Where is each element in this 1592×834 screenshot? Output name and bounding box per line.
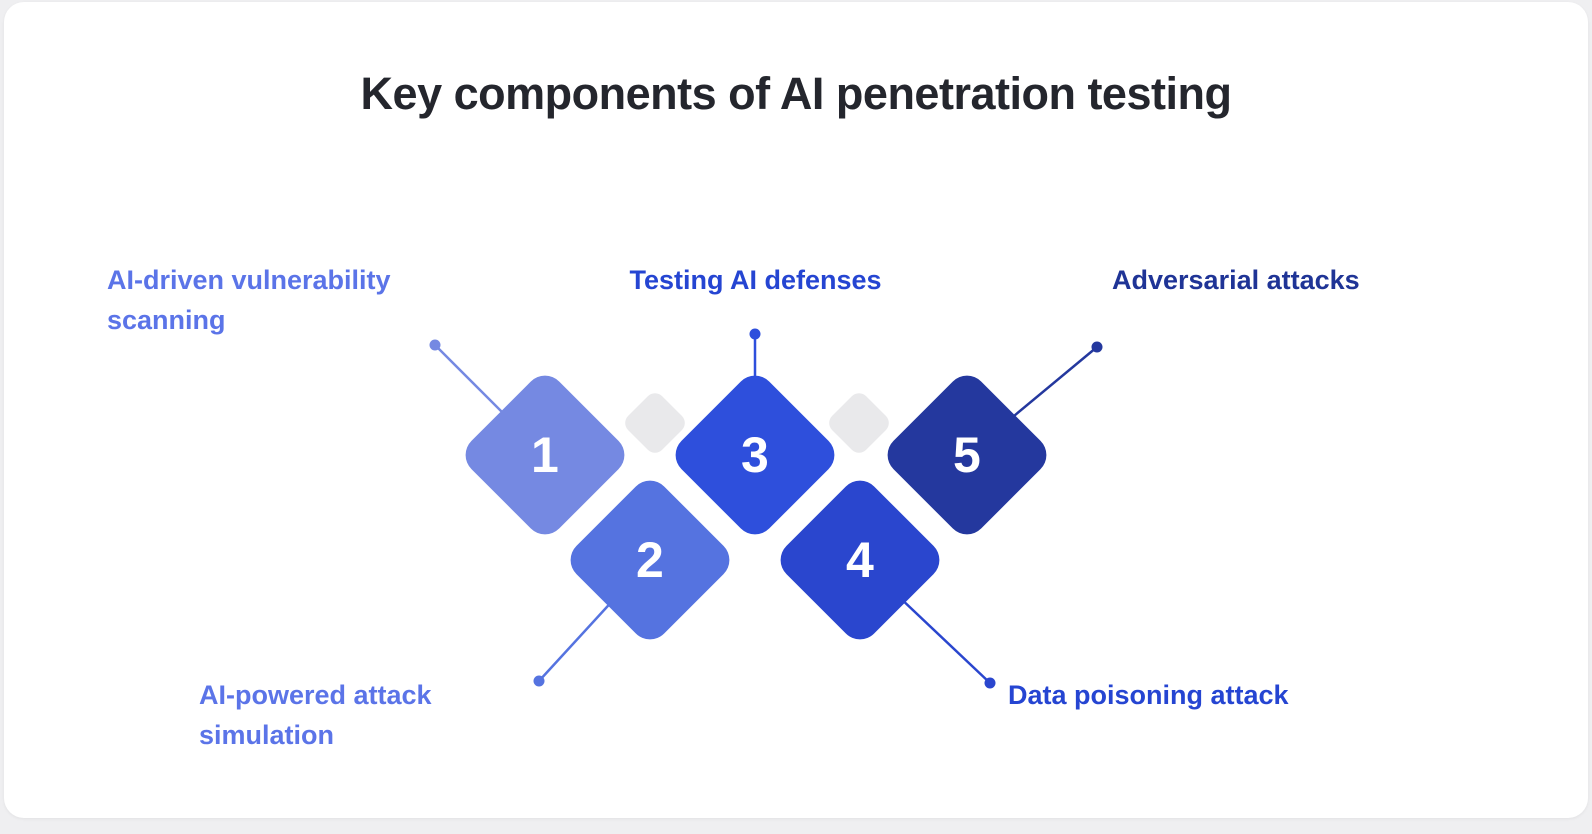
connector-dot-4: [984, 677, 996, 689]
connector-dot-2: [533, 675, 545, 687]
label-ai-powered-attack-simulation: AI-powered attack simulation: [199, 680, 432, 750]
step-number: 2: [636, 532, 664, 588]
step-number: 4: [846, 532, 874, 588]
label-adversarial-attacks: Adversarial attacks: [1112, 265, 1360, 295]
step-number: 1: [531, 427, 559, 483]
connector-dot-3: [749, 328, 761, 340]
page-title: Key components of AI penetration testing: [360, 68, 1232, 119]
connector-dot-5: [1091, 341, 1103, 353]
step-number: 3: [741, 427, 769, 483]
label-ai-driven-vulnerability-scanning: AI-driven vulnerability scanning: [107, 265, 391, 335]
connector-dot-1: [429, 339, 441, 351]
label-testing-ai-defenses: Testing AI defenses: [629, 265, 882, 295]
step-number: 5: [953, 427, 981, 483]
label-data-poisoning-attack: Data poisoning attack: [1008, 680, 1289, 710]
